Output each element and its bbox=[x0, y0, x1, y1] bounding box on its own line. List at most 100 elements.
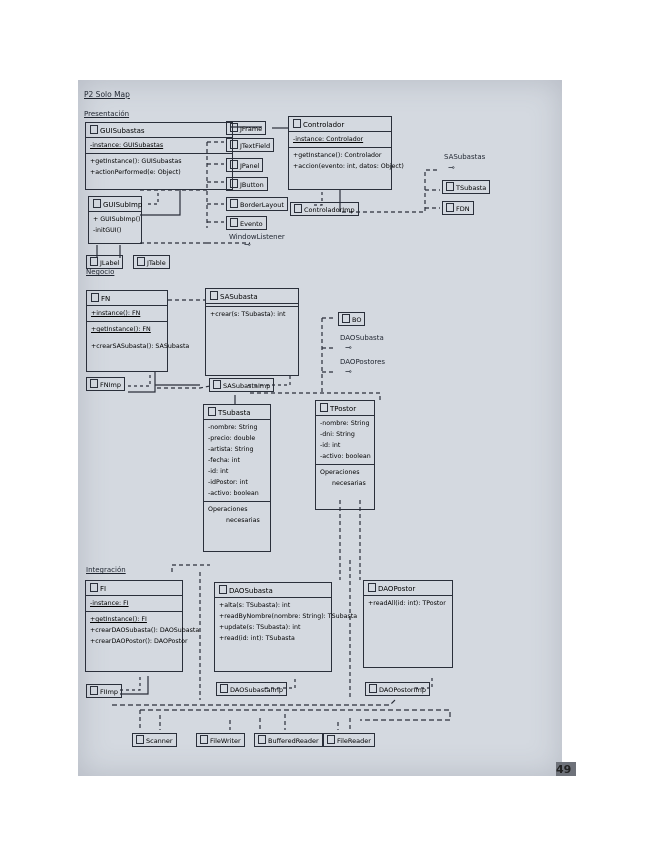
class-fi: FI -instance: FI +getInstance(): FI +cre… bbox=[85, 580, 200, 672]
class-name: DAOPostor bbox=[378, 585, 416, 593]
method: +readByNombre(nombre: String): TSubasta bbox=[219, 613, 358, 620]
box-tsubasta-ref: TSubasta bbox=[442, 180, 491, 194]
box-sasubastaimp: SASubastaImp bbox=[209, 378, 275, 392]
attribute: -nombre: String bbox=[320, 420, 370, 427]
section-label-negocio: Negocio bbox=[86, 268, 115, 276]
interface-icon bbox=[90, 125, 98, 134]
class-icon bbox=[320, 403, 328, 412]
box-filewriter: FileWriter bbox=[196, 733, 245, 747]
box-borderlayout: BorderLayout bbox=[226, 197, 288, 211]
class-fn: FN +instance(): FN +getInstance(): FN +c… bbox=[86, 290, 190, 372]
class-icon bbox=[90, 257, 98, 266]
class-icon bbox=[93, 199, 101, 208]
interface-lollipop-icon: ⊸ bbox=[244, 240, 251, 249]
box-fnimp: FNImp bbox=[86, 377, 125, 391]
method: +crearDAOSubasta(): DAOSubasta bbox=[90, 627, 200, 634]
method: +accion(evento: int, datos: Object) bbox=[293, 163, 404, 170]
class-icon bbox=[342, 314, 350, 323]
class-controlador: Controlador -instance: Controlador +getI… bbox=[288, 116, 404, 190]
box-scanner: Scanner bbox=[132, 733, 177, 747]
box-daosubastaimp: DAOSubastaImp bbox=[216, 682, 287, 696]
class-tsubasta: TSubasta -nombre: String -precio: double… bbox=[203, 404, 271, 552]
class-icon bbox=[90, 686, 98, 695]
attribute: -id: int bbox=[208, 468, 229, 475]
box-daopostorimp: DAOPostorImp bbox=[365, 682, 430, 696]
attribute: -precio: double bbox=[208, 435, 256, 442]
class-icon bbox=[213, 380, 221, 389]
class-name: DAOSubasta bbox=[229, 587, 273, 595]
operations-note: necesarias bbox=[226, 517, 260, 524]
class-name: TPostor bbox=[330, 405, 357, 413]
interface-icon bbox=[90, 583, 98, 592]
method: -initGUI() bbox=[93, 227, 122, 234]
class-icon bbox=[208, 407, 216, 416]
box-bufferedreader: BufferedReader bbox=[254, 733, 323, 747]
class-icon bbox=[230, 218, 238, 227]
class-guisubastas: GUISubastas -instance: GUISubastas +getI… bbox=[85, 122, 233, 190]
method: +alta(s: TSubasta): int bbox=[219, 602, 291, 609]
class-icon bbox=[327, 735, 335, 744]
box-jframe: JFrame bbox=[226, 121, 267, 135]
method: +getInstance(): GUISubastas bbox=[90, 158, 182, 165]
class-name: FI bbox=[100, 585, 107, 593]
attribute: -fecha: int bbox=[208, 457, 241, 464]
interface-icon bbox=[91, 293, 99, 302]
box-jbutton: JButton bbox=[226, 177, 268, 191]
box-filereader: FileReader bbox=[323, 733, 375, 747]
method: +readAll(id: int): TPostor bbox=[368, 600, 446, 607]
method: +update(s: TSubasta): int bbox=[219, 624, 301, 631]
interface-icon bbox=[368, 583, 376, 592]
method: +getInstance(): FN bbox=[91, 326, 151, 333]
method: +crear(s: TSubasta): int bbox=[210, 311, 286, 318]
attribute: -instance: Controlador bbox=[293, 136, 364, 143]
box-fdn: FDN bbox=[442, 201, 474, 215]
class-icon bbox=[136, 735, 144, 744]
sasubastas-label: SASubastas bbox=[444, 153, 486, 161]
class-icon bbox=[294, 204, 302, 213]
daosubasta-label: DAOSubasta bbox=[340, 334, 384, 342]
interface-lollipop-icon: ⊸ bbox=[345, 367, 352, 376]
section-label-integracion: Integración bbox=[86, 566, 126, 574]
section-label-presentacion: Presentación bbox=[84, 110, 130, 118]
class-icon bbox=[200, 735, 208, 744]
class-name: Controlador bbox=[303, 121, 345, 129]
class-daopostor: DAOPostor +readAll(id: int): TPostor bbox=[363, 580, 453, 668]
attribute: -activo: boolean bbox=[320, 453, 371, 460]
page-corner-shadow bbox=[556, 762, 576, 776]
class-sasubasta: SASubasta +crear(s: TSubasta): int bbox=[205, 288, 299, 376]
method: +getInstance(): FI bbox=[90, 616, 147, 623]
class-name: GUISubImp bbox=[103, 201, 143, 209]
class-icon bbox=[230, 179, 238, 188]
operations-note: Operaciones bbox=[320, 469, 360, 476]
attribute: -instance: FI bbox=[90, 600, 129, 607]
method: +crearDAOPostor(): DAOPostor bbox=[90, 638, 188, 645]
method: +read(id: int): TSubasta bbox=[219, 635, 295, 642]
daopostores-label: DAOPostores bbox=[340, 358, 386, 366]
windowlistener-label: WindowListener bbox=[229, 233, 285, 241]
class-icon bbox=[258, 735, 266, 744]
paper-sheet bbox=[78, 80, 562, 776]
class-icon bbox=[369, 684, 377, 693]
class-name: FN bbox=[101, 295, 111, 303]
box-fiimp: FIImp bbox=[86, 684, 123, 698]
method: +getInstance(): Controlador bbox=[293, 152, 382, 159]
attribute: -dni: String bbox=[320, 431, 355, 438]
operations-note: necesarias bbox=[332, 480, 366, 487]
class-icon bbox=[230, 199, 238, 208]
interface-icon bbox=[219, 585, 227, 594]
diagram-title: P2 Solo Map bbox=[84, 90, 130, 99]
class-tpostor: TPostor -nombre: String -dni: String -id… bbox=[315, 400, 375, 510]
class-name: TSubasta bbox=[218, 409, 251, 417]
attribute: -id: int bbox=[320, 442, 341, 449]
class-daosubasta: DAOSubasta +alta(s: TSubasta): int +read… bbox=[214, 582, 358, 672]
interface-lollipop-icon: ⊸ bbox=[448, 163, 455, 172]
attribute: +instance(): FN bbox=[91, 310, 141, 317]
class-guisubimp: GUISubImp + GUISubImp() -initGUI() bbox=[88, 196, 142, 244]
attribute: -activo: boolean bbox=[208, 490, 259, 497]
box-jpanel: JPanel bbox=[226, 158, 264, 172]
class-icon bbox=[220, 684, 228, 693]
attribute: -idPostor: int bbox=[208, 479, 248, 486]
box-jtextfield: JTextField bbox=[226, 138, 275, 152]
method: +crearSASubasta(): SASubasta bbox=[91, 343, 190, 350]
method: + GUISubImp() bbox=[93, 216, 141, 223]
